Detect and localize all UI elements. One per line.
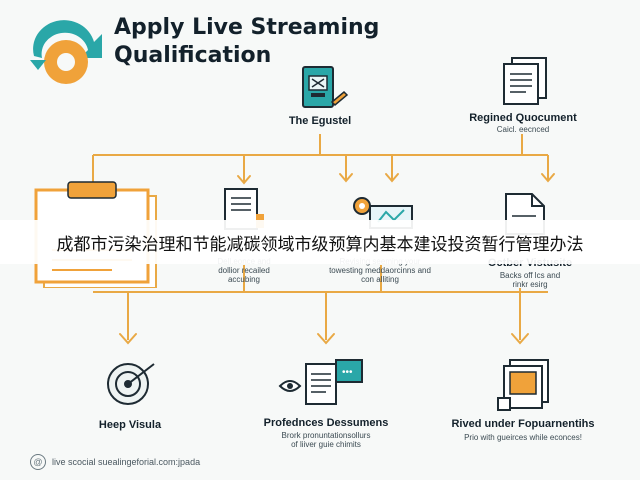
title-line-1: Apply Live Streaming — [114, 15, 380, 40]
bottom-node-3-sub-1: Prio with gueirces while econces! — [464, 433, 582, 442]
bottom-node-2-sub-2: of liiver guie chimits — [291, 440, 361, 449]
middle-node-3-sub-1: Backs off lcs and — [499, 271, 561, 280]
svg-text:•••: ••• — [342, 367, 353, 378]
middle-node-3-sub-2: rinkr esirg — [512, 280, 548, 289]
overlay-banner: 成都市污染治理和节能减碳领域市级预算内基本建设投资暂行管理办法 — [0, 220, 640, 264]
bottom-node-2-sub-1: Brork pronuntationsollurs — [281, 431, 371, 440]
at-icon: @ — [30, 454, 46, 470]
page-title: Apply Live Streaming Qualification — [114, 14, 434, 70]
documents-eye-icon: ••• — [278, 359, 363, 405]
logo-icon — [30, 20, 102, 84]
top-node-2-sub: Caicl. eecnced — [496, 125, 550, 134]
screen-config-icon — [302, 66, 349, 108]
top-node-2-label: Regined Quocument — [469, 112, 577, 124]
middle-node-1-sub-2: dollior recailed — [218, 266, 270, 275]
middle-node-2-sub-3: con alliting — [361, 275, 399, 284]
top-node-1-label: The Egustel — [288, 115, 352, 127]
target-icon — [107, 363, 155, 405]
bottom-node-2-label: Profednces Dessumens — [263, 417, 389, 429]
bottom-node-3-label: Rived under Fopuarnentihs — [451, 418, 595, 430]
bottom-node-1-label: Heep Visula — [98, 419, 162, 431]
footer: @ live scocial suealingeforial.com:jpada — [30, 454, 200, 470]
title-line-2: Qualification — [114, 43, 272, 68]
stacked-files-icon — [497, 359, 549, 411]
middle-node-2-sub-2: towesting meddaorcinns and — [329, 266, 431, 275]
footer-text: live scocial suealingeforial.com:jpada — [52, 457, 201, 467]
documents-icon — [503, 57, 547, 105]
middle-node-1-sub-3: accubing — [227, 275, 261, 284]
banner-text: 成都市污染治理和节能减碳领域市级预算内基本建设投资暂行管理办法 — [56, 234, 584, 255]
